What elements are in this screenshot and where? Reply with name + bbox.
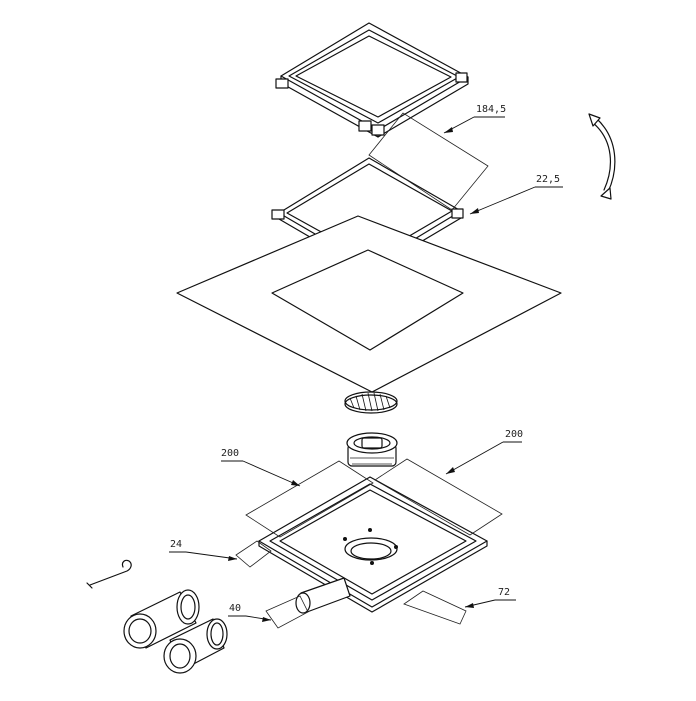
siphon-insert	[346, 432, 398, 467]
top-frame	[275, 22, 469, 138]
rotate-arrow-icon	[588, 113, 616, 200]
callout-body-size: 72	[464, 587, 516, 608]
removal-hook	[86, 559, 132, 589]
callout-frame-height: 184,5	[443, 104, 506, 134]
label-184-5: 184,5	[476, 104, 506, 115]
label-200-left: 200	[221, 448, 239, 459]
label-200-right: 200	[505, 429, 523, 440]
odor-trap-grate	[344, 391, 398, 414]
callout-outlet-diameter: 40	[228, 603, 272, 622]
drain-body	[258, 476, 488, 613]
callout-flange: 24	[169, 539, 238, 561]
sealing-membrane	[176, 215, 562, 393]
label-40: 40	[229, 603, 241, 614]
label-22-5: 22,5	[536, 174, 560, 185]
coupling-upper	[123, 589, 200, 649]
callout-body-width-left: 200	[221, 448, 301, 487]
label-24: 24	[170, 539, 182, 550]
coupling-lower	[163, 618, 228, 674]
label-72: 72	[498, 587, 510, 598]
dimension-plane	[368, 112, 489, 211]
callout-insert-height: 22,5	[469, 174, 563, 215]
dimension-planes	[235, 458, 503, 629]
callout-body-width-right: 200	[445, 429, 523, 475]
pipe-couplings	[123, 589, 228, 674]
